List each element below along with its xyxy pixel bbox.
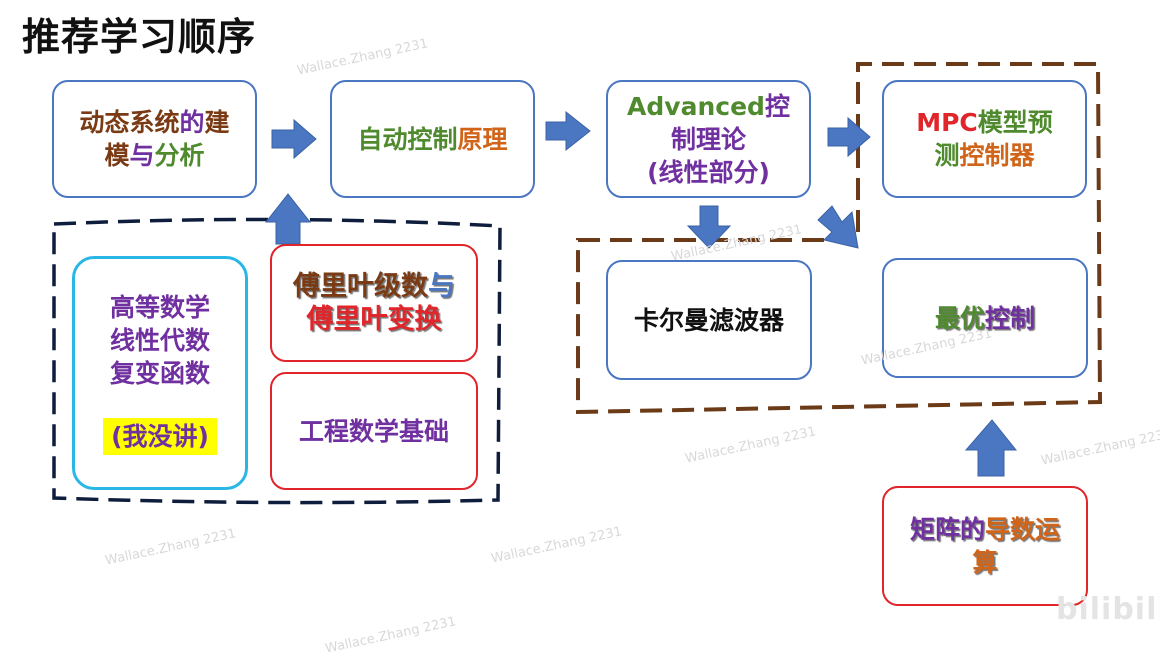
arrow-right-3 [827, 116, 871, 158]
advanced-line3: (线性部分) [647, 156, 770, 189]
kalman-line1: 卡尔曼滤波器 [633, 305, 784, 335]
text-run: 控 [764, 91, 790, 121]
advanced-line2: 制理论 [671, 123, 746, 156]
mpc-line2: 测控制器 [934, 139, 1034, 172]
text-run: 测 [934, 141, 960, 170]
math-line1: 高等数学 [109, 293, 210, 322]
eng-math-line1: 工程数学基础 [298, 416, 449, 446]
arrow-right-2 [545, 110, 591, 152]
text-run: 算 [972, 548, 998, 577]
text-run: 矩阵的 [909, 515, 985, 544]
node-engineering-math: 工程数学基础 [270, 372, 478, 490]
text-run: 傅里叶级数 [293, 271, 428, 302]
text-run: 最优 [934, 303, 985, 333]
text-run: 模型预 [977, 108, 1053, 137]
text-run: 导数运 [985, 515, 1061, 544]
fourier-line2: 傅里叶变换 [307, 303, 442, 336]
advanced-group-outline [576, 62, 1103, 415]
matrix-line2: 算 [972, 546, 997, 579]
fourier-line1: 傅里叶级数与 [293, 270, 455, 303]
node-kalman: 卡尔曼滤波器 [606, 260, 812, 380]
text-run: 原理 [457, 124, 508, 154]
text-run: 自动控制 [357, 124, 458, 154]
node-mpc: MPC模型预 测控制器 [882, 80, 1087, 198]
math-note: (我没讲) [103, 418, 217, 455]
arrow-down-kalman [686, 205, 732, 249]
node-optimal-control: 最优控制 [882, 258, 1088, 378]
math-line3: 复变函数 [109, 359, 210, 388]
arrow-right-1 [271, 118, 317, 160]
node-auto-control: 自动控制原理 [330, 80, 535, 198]
auto-control-line1: 自动控制原理 [357, 123, 507, 156]
text-run: 的 [179, 108, 205, 137]
node-fourier: 傅里叶级数与 傅里叶变换 [270, 244, 478, 362]
math-line2: 线性代数 [109, 326, 210, 355]
arrow-diagonal-optimal [817, 205, 859, 249]
text-run: 控制器 [959, 141, 1035, 170]
optimal-line1: 最优控制 [935, 302, 1035, 335]
text-run: 建 [204, 108, 230, 137]
arrow-up-fourier [264, 193, 312, 245]
text-run: Advanced [627, 91, 765, 121]
page-title: 推荐学习顺序 [22, 15, 257, 59]
node-matrix-derivative: 矩阵的导数运 算 [882, 486, 1088, 606]
arrow-up-matrix [964, 419, 1018, 477]
dynamic-systems-line1: 动态系统的建 [79, 106, 229, 139]
text-run: 模 [104, 141, 130, 170]
dynamic-systems-line2: 模与分析 [104, 139, 204, 172]
text-run: 动态系统 [79, 108, 180, 137]
node-dynamic-systems: 动态系统的建 模与分析 [52, 80, 257, 198]
text-run: 制理论 [670, 124, 746, 154]
text-run: 与 [428, 271, 455, 302]
mpc-line1: MPC模型预 [916, 106, 1053, 139]
matrix-line1: 矩阵的导数运 [910, 513, 1060, 546]
node-advanced-control: Advanced控 制理论 (线性部分) [606, 80, 811, 198]
text-run: 与 [129, 141, 155, 170]
text-run: 分析 [154, 141, 205, 170]
advanced-line1: Advanced控 [627, 90, 790, 123]
text-run: (线性部分) [647, 157, 770, 187]
node-math: 高等数学 线性代数 复变函数 (我没讲) [72, 256, 248, 490]
text-run: MPC [916, 108, 978, 137]
bilibili-logo: bilibili [1056, 592, 1160, 627]
math-group-outline [52, 217, 502, 505]
text-run: 傅里叶变换 [306, 304, 442, 335]
text-run: 控制 [985, 303, 1036, 333]
